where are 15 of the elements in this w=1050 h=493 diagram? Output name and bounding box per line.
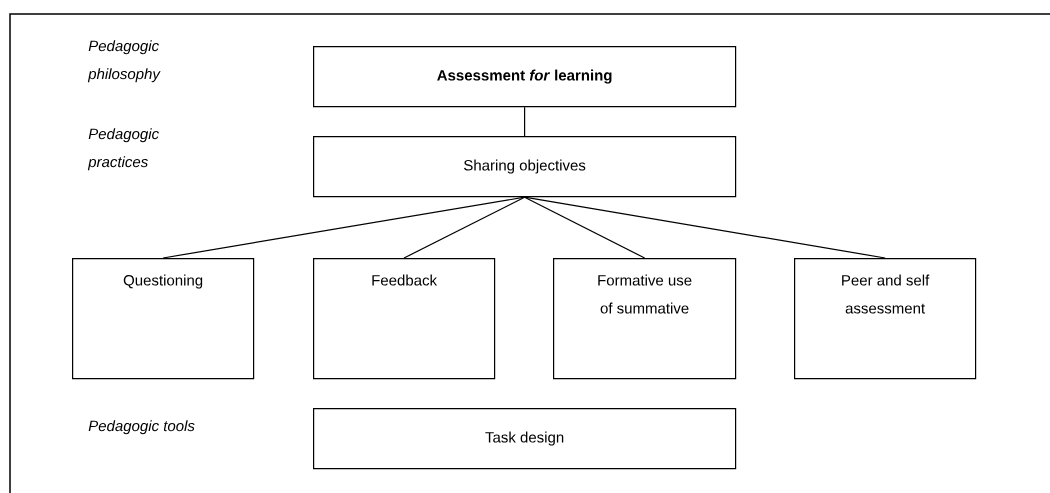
side-label: Pedagogic philosophy — [87, 40, 161, 83]
text-box: Feedback — [313, 258, 496, 380]
text-box: Questioning — [72, 258, 255, 380]
text-box: Task design — [313, 408, 737, 470]
text-box: Peer and self assessment — [794, 258, 977, 380]
connector-line — [524, 196, 646, 259]
text-box: Formative use of summative — [553, 258, 737, 380]
side-label: Pedagogic tools — [88, 420, 195, 435]
connector-line — [162, 196, 526, 259]
text-box: Sharing objectives — [313, 136, 737, 198]
connector-line — [524, 106, 526, 137]
text-box: Assessment for learning — [313, 46, 737, 108]
connector-line — [524, 196, 886, 259]
side-label: Pedagogic practices — [87, 128, 159, 171]
connector-line — [403, 196, 526, 259]
